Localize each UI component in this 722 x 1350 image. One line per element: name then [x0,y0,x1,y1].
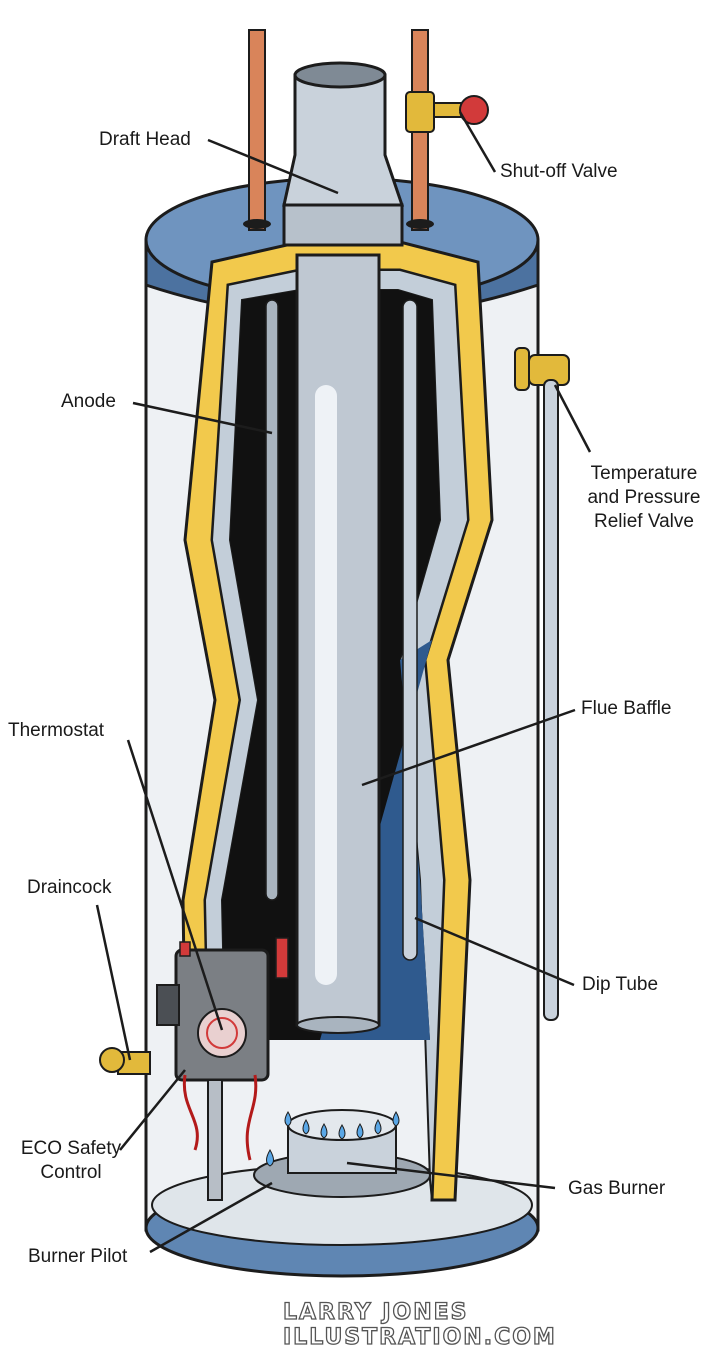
label-anode: Anode [61,391,116,412]
label-tp-relief-line3: Relief Valve [594,511,694,532]
leader-eco [119,1069,186,1151]
label-thermostat: Thermostat [8,720,105,741]
leader-gas-burner [346,1161,556,1190]
leader-burner-pilot [149,1181,273,1254]
label-gas-burner: Gas Burner [568,1178,666,1199]
leader-anode [132,401,273,435]
label-eco-safety: ECO Safety Control [16,1137,126,1185]
dip-tube [402,299,418,961]
leader-shutoff-valve [458,111,497,173]
label-tp-relief-line2: and Pressure [587,487,701,508]
label-shutoff-valve: Shut-off Valve [500,161,618,182]
shutoff-valve [405,91,489,133]
label-eco-line2: Control [40,1162,102,1183]
leader-flue-baffle [361,708,576,787]
anode-rod [265,299,279,901]
label-flue-baffle: Flue Baffle [581,698,672,719]
label-tp-relief-line1: Temperature [590,463,698,484]
leader-dip-tube [414,916,575,987]
label-tp-relief: Temperature and Pressure Relief Valve [584,462,704,534]
leader-draincock [95,904,132,1061]
label-eco-line1: ECO Safety [20,1138,122,1159]
leader-draft-head [207,138,339,195]
draft-head [282,61,405,247]
draincock [99,1047,151,1075]
thermostat-control [156,937,289,1201]
leader-tp-relief [553,384,592,453]
tp-relief-valve [514,347,570,1021]
leader-thermostat [126,739,224,1031]
leader-lines [95,111,592,1254]
label-draincock: Draincock [27,877,112,898]
flue-baffle [295,253,381,1034]
label-draft-head: Draft Head [99,129,191,150]
copper-pipes [243,29,434,231]
burner-flames [266,1111,400,1167]
label-burner-pilot: Burner Pilot [28,1246,128,1267]
artist-credit: LARRY JONES ILLUSTRATION.COM [282,1299,557,1350]
label-dip-tube: Dip Tube [582,974,659,995]
